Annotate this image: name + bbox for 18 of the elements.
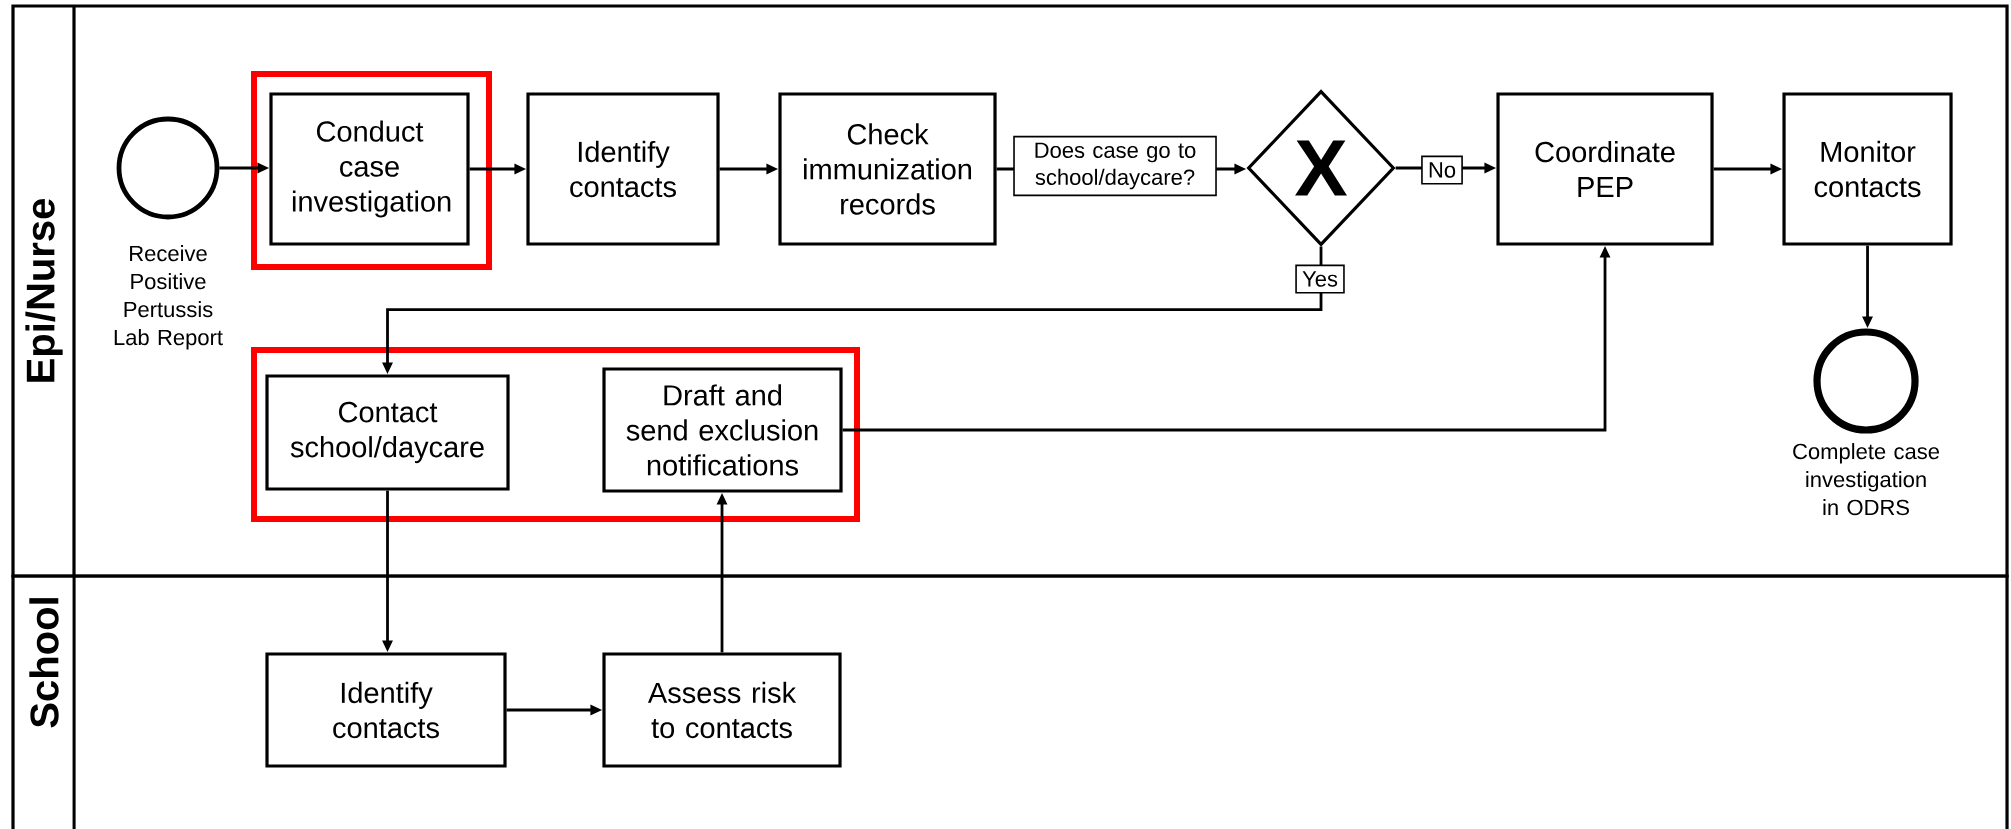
task-box: Conduct case investigation [269, 92, 470, 246]
task-box: Identify contacts [265, 652, 507, 768]
end-event-circle [1813, 328, 1919, 434]
task-box: Monitor contacts [1782, 92, 1953, 246]
highlight-frame [251, 347, 860, 522]
edge-label: No [1421, 155, 1463, 185]
node-caption: Receive Positive Pertussis Lab Report [114, 245, 223, 350]
task-box: Draft and send exclusion notifications [602, 367, 843, 493]
start-event-circle [116, 116, 220, 220]
highlight-frame [251, 71, 492, 270]
task-box: Coordinate PEP [1496, 92, 1714, 246]
task-box: Identify contacts [526, 92, 720, 246]
task-box: Assess risk to contacts [602, 652, 842, 768]
edge-label: Does case go to school/daycare? [1013, 135, 1217, 197]
edge-label: Yes [1295, 264, 1345, 294]
task-box: Check immunization records [778, 92, 997, 246]
task-box: Contact school/daycare [265, 374, 510, 491]
node-caption: Complete case investigation in ODRS [1793, 443, 1939, 516]
